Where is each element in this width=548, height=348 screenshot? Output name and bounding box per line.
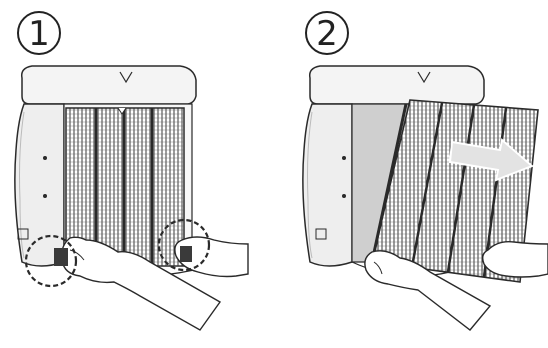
- step-1-number: 1: [28, 14, 50, 54]
- step-2-filter: [370, 99, 539, 283]
- step-1-left-hand-icon: [54, 236, 222, 331]
- step-1-circled-number-icon: 1: [17, 11, 61, 55]
- step-1-panel: 1: [14, 11, 249, 331]
- step-1-right-tab-highlight-icon: [157, 218, 211, 272]
- step-2-number: 2: [316, 14, 338, 54]
- step-1-right-hand-icon: [174, 236, 249, 278]
- step-2-right-hand-icon: [481, 240, 548, 278]
- step-2-circled-number-icon: 2: [305, 11, 349, 55]
- pull-direction-arrow-icon: [448, 138, 534, 182]
- step-2-panel: 2: [302, 11, 548, 331]
- step-1-left-tab-highlight-icon: [24, 234, 78, 288]
- step-2-left-hand-icon: [364, 250, 492, 331]
- step-1-filter: [65, 107, 185, 267]
